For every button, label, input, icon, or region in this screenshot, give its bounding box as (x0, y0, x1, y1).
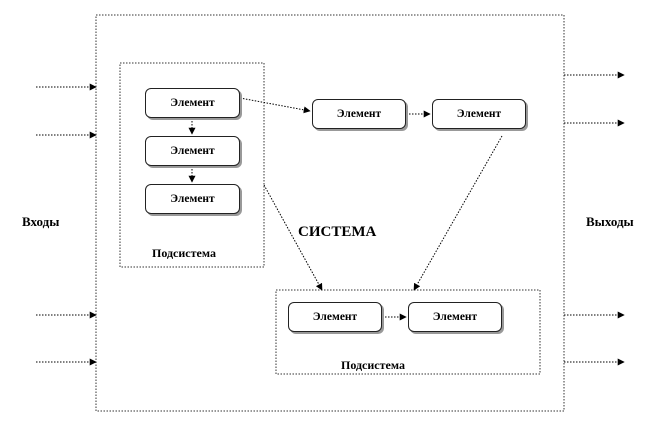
subsystem-2-element: Элемент (408, 302, 502, 332)
internal-arrows (188, 97, 503, 321)
subsystem-1-element: Элемент (145, 136, 240, 166)
output-arrows (564, 71, 625, 366)
input-arrows (36, 83, 97, 366)
arrow-ext2-to-s2 (413, 135, 503, 291)
outputs-label: Выходы (586, 214, 634, 229)
subsystem-1-element: Элемент (145, 88, 240, 118)
arrow-s1e1-to-ext1 (239, 97, 311, 114)
subsystem-1-element: Элемент (145, 184, 240, 214)
inputs-label: Входы (22, 214, 60, 229)
subsystem-1-label: Подсистема (152, 246, 216, 260)
system-label: СИСТЕМА (298, 224, 377, 240)
external-element: Элемент (432, 99, 526, 129)
subsystem-2-label: Подсистема (341, 358, 405, 372)
subsystem-1-boundary (119, 62, 265, 268)
system-boundary (95, 14, 565, 412)
subsystem-2-element: Элемент (288, 302, 382, 332)
external-element: Элемент (312, 99, 406, 129)
subsystem-2-boundary (275, 289, 541, 375)
arrow-s1-to-s2 (263, 184, 323, 291)
